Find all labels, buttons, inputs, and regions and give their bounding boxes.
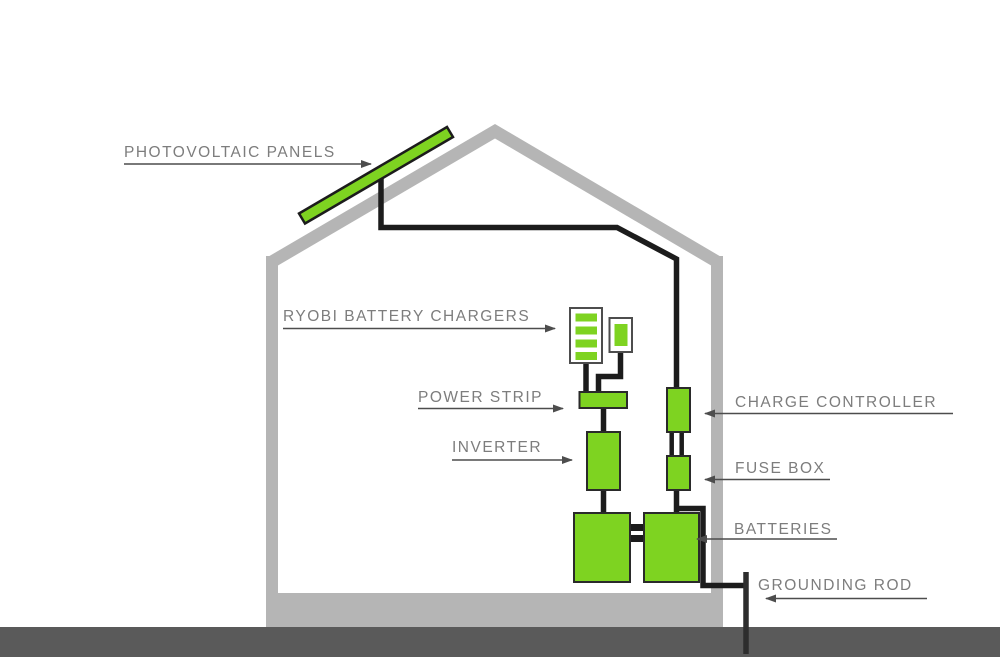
ryobi-charger-large <box>569 307 603 364</box>
charger-large-slot-4 <box>575 352 597 360</box>
charger-large-slot-3 <box>575 339 597 348</box>
charge-controller <box>666 387 691 433</box>
label-photovoltaic-panels: PHOTOVOLTAIC PANELS <box>124 144 336 161</box>
house-roof-right <box>495 124 723 273</box>
house-wall-left <box>266 256 278 627</box>
inverter <box>586 431 621 491</box>
label-batteries: BATTERIES <box>734 521 832 538</box>
wire-panel-to-charge-controller <box>378 178 680 390</box>
label-charge-controller: CHARGE CONTROLLER <box>735 394 937 411</box>
ryobi-charger-small <box>608 317 633 353</box>
power-strip <box>578 391 628 409</box>
fuse-box <box>666 455 691 491</box>
label-ryobi-battery-chargers: RYOBI BATTERY CHARGERS <box>283 308 530 325</box>
charger-small-slot <box>614 324 628 346</box>
charger-large-slot-2 <box>575 326 597 335</box>
house-wall-right <box>711 256 723 627</box>
label-fuse-box: FUSE BOX <box>735 460 825 477</box>
wire-battery-to-grounding-rod <box>676 505 748 589</box>
house-floor <box>266 593 723 627</box>
charger-large-slot-1 <box>575 313 597 322</box>
earth-ground <box>0 627 1000 657</box>
wire-small-charger-to-strip <box>595 350 624 394</box>
label-inverter: INVERTER <box>452 439 542 456</box>
battery-right <box>643 512 700 583</box>
solar-panel <box>297 125 455 226</box>
label-power-strip: POWER STRIP <box>418 389 543 406</box>
battery-left <box>573 512 631 583</box>
label-grounding-rod: GROUNDING ROD <box>758 577 913 594</box>
